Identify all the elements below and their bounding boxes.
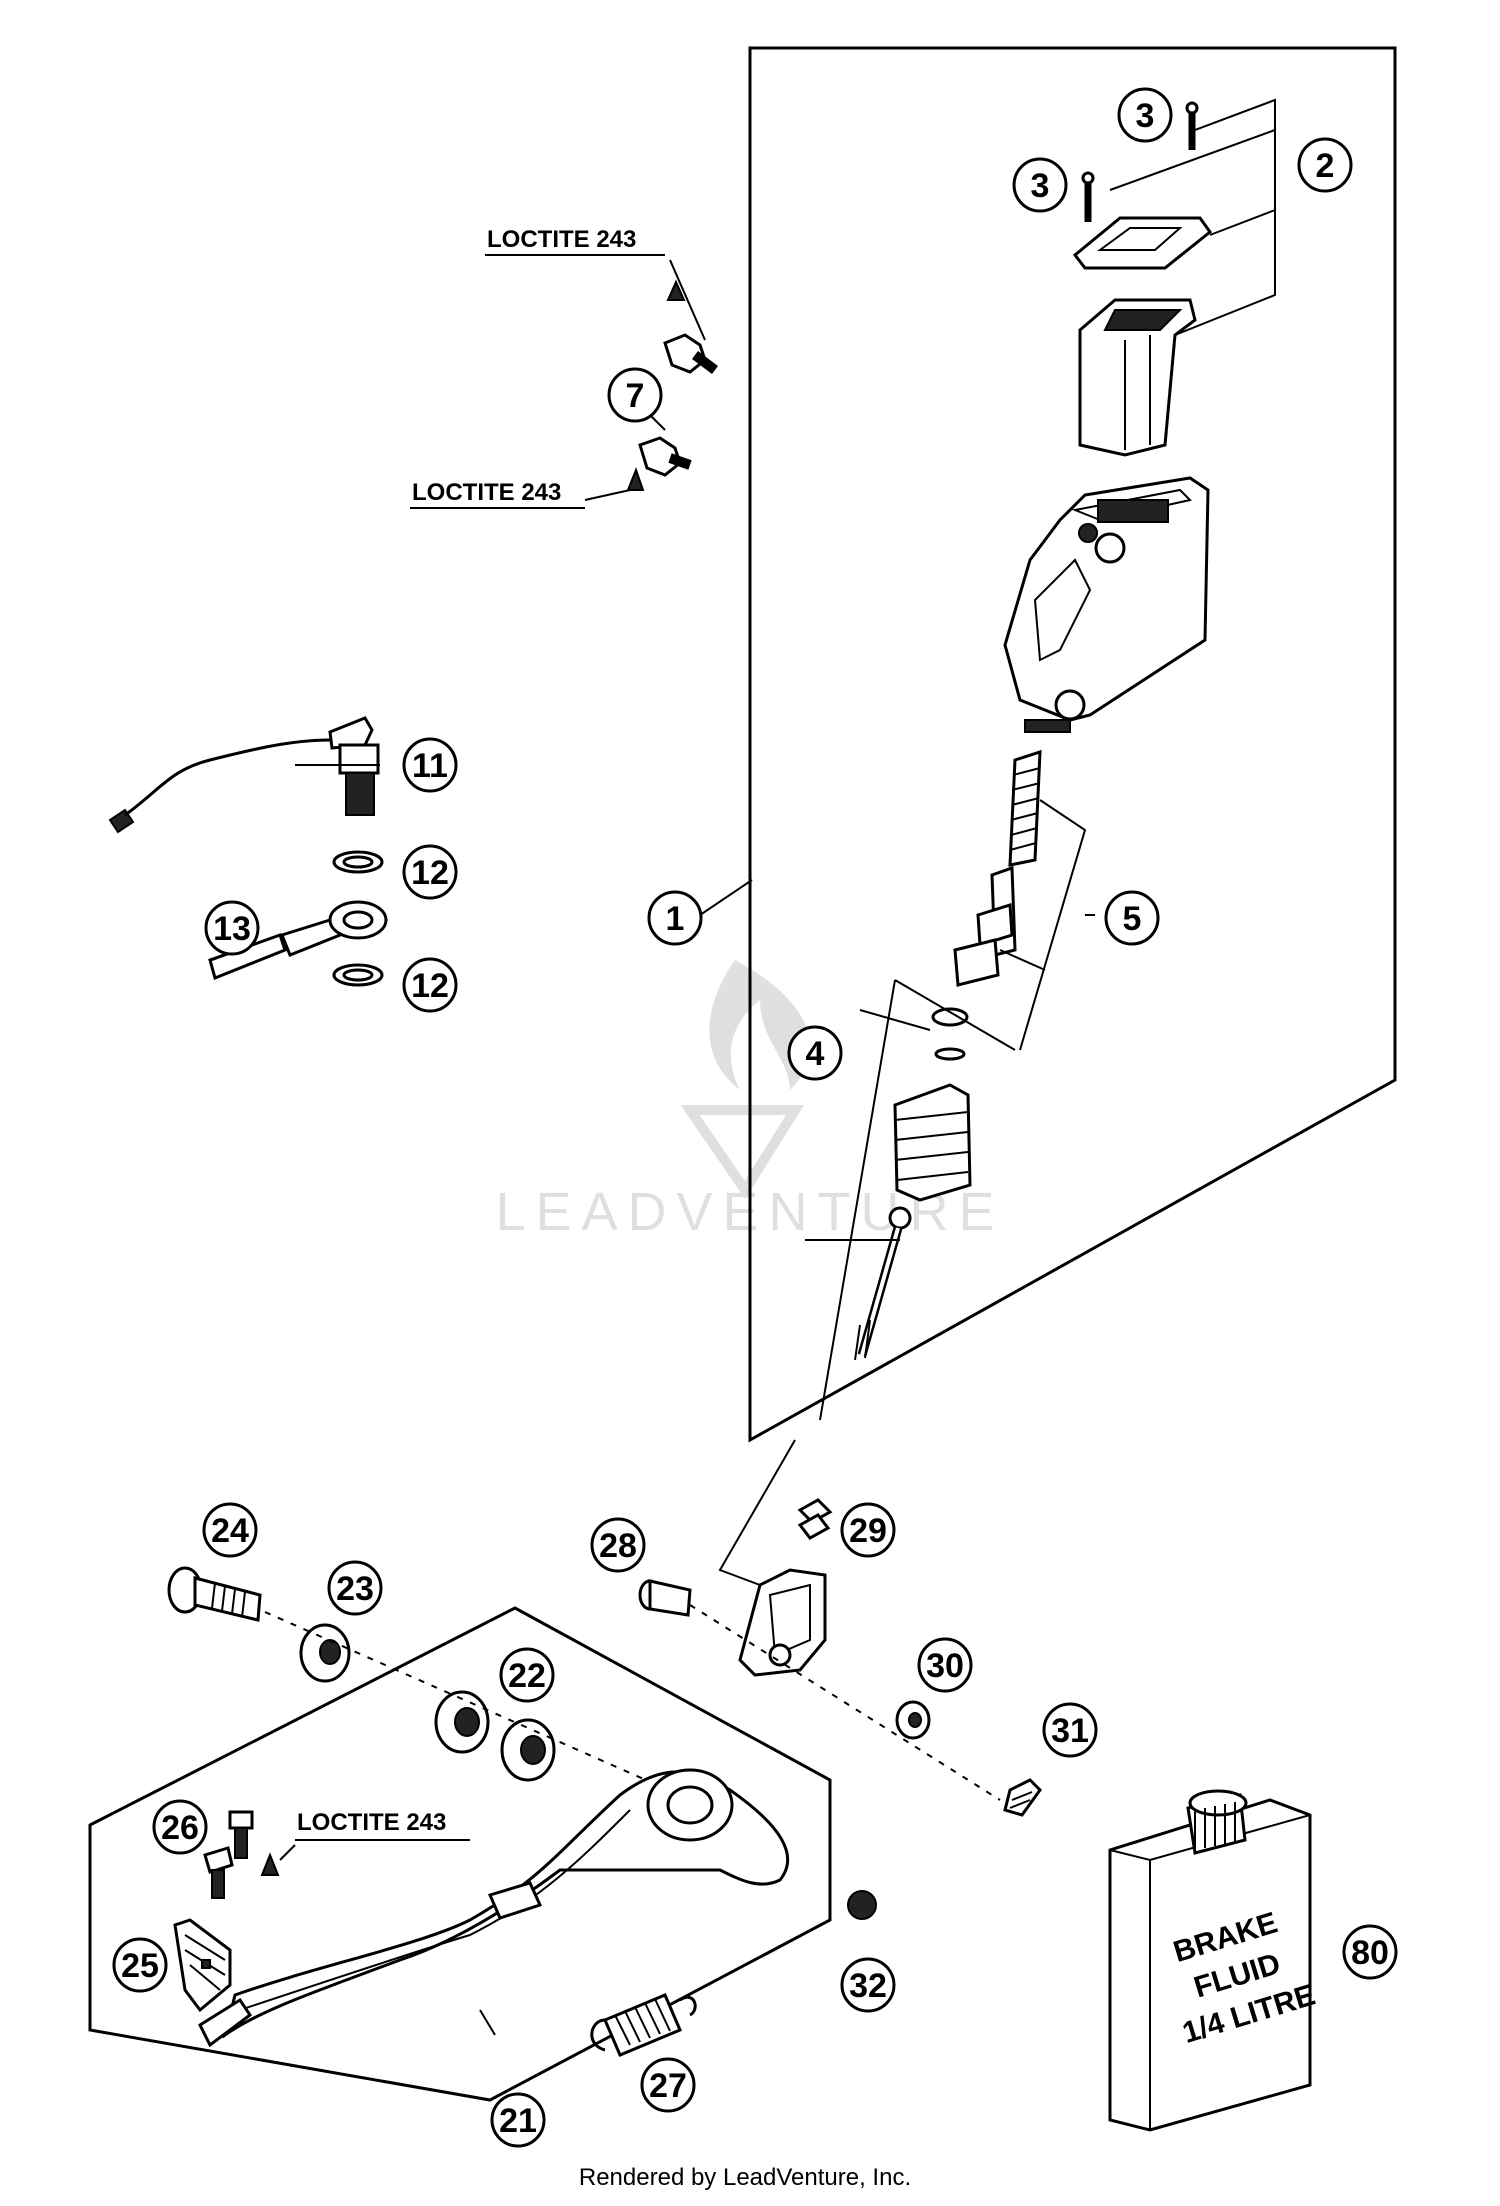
reservoir-diaphragm bbox=[1078, 298, 1197, 457]
callout-26: 26 bbox=[152, 1799, 208, 1855]
callout-80: 80 bbox=[1342, 1924, 1398, 1980]
seal-kit-4 bbox=[893, 1007, 972, 1202]
clevis-pin-28 bbox=[638, 1579, 692, 1617]
cotter-pin-31 bbox=[1003, 1778, 1042, 1817]
washer-23 bbox=[299, 1623, 351, 1683]
callout-13: 13 bbox=[204, 900, 260, 956]
svg-text:1: 1 bbox=[666, 900, 685, 938]
callout-22: 22 bbox=[499, 1647, 555, 1703]
svg-text:21: 21 bbox=[499, 2102, 537, 2140]
piston-5 bbox=[953, 865, 1017, 987]
loctite-note-mid: LOCTITE 243 bbox=[410, 479, 585, 509]
spring-5 bbox=[1008, 749, 1042, 867]
svg-text:12: 12 bbox=[411, 854, 449, 892]
svg-text:31: 31 bbox=[1051, 1712, 1089, 1750]
screw-3-left bbox=[1081, 171, 1095, 222]
nut-32 bbox=[847, 1890, 877, 1920]
svg-text:29: 29 bbox=[849, 1512, 887, 1550]
svg-text:25: 25 bbox=[121, 1947, 159, 1985]
callout-4: 4 bbox=[787, 1025, 843, 1081]
callout-27: 27 bbox=[640, 2057, 696, 2113]
washer-12-upper bbox=[332, 850, 384, 874]
svg-text:28: 28 bbox=[599, 1527, 637, 1565]
callout-12-upper: 12 bbox=[402, 844, 458, 900]
callout-1: 1 bbox=[647, 890, 703, 946]
svg-text:30: 30 bbox=[926, 1647, 964, 1685]
bolt-26-upper bbox=[228, 1810, 254, 1859]
callout-30: 30 bbox=[917, 1637, 973, 1693]
brake-hose-13 bbox=[208, 900, 388, 981]
svg-text:27: 27 bbox=[649, 2067, 687, 2105]
loctite-label-mid: LOCTITE 243 bbox=[412, 479, 561, 506]
washer-30 bbox=[895, 1700, 931, 1740]
callout-5: 5 bbox=[1104, 890, 1160, 946]
callout-24: 24 bbox=[202, 1502, 258, 1558]
svg-text:3: 3 bbox=[1031, 167, 1050, 205]
screw-3-top bbox=[1185, 101, 1199, 150]
svg-text:2: 2 bbox=[1316, 147, 1335, 185]
svg-text:4: 4 bbox=[806, 1035, 825, 1073]
brake-light-switch-11 bbox=[108, 716, 380, 834]
bolt-7-upper bbox=[663, 279, 718, 374]
loctite-note-top: LOCTITE 243 bbox=[485, 226, 665, 256]
loctite-drop-pedal bbox=[260, 1852, 280, 1876]
push-rod bbox=[854, 1206, 912, 1361]
callout-3-top: 3 bbox=[1117, 87, 1173, 143]
callout-29: 29 bbox=[840, 1502, 896, 1558]
callout-25: 25 bbox=[112, 1937, 168, 1993]
svg-text:13: 13 bbox=[213, 910, 251, 948]
pivot-bolt-24 bbox=[167, 1566, 262, 1622]
callout-28: 28 bbox=[590, 1517, 646, 1573]
pedal-tip-25 bbox=[173, 1918, 232, 2013]
loctite-label-top: LOCTITE 243 bbox=[487, 226, 636, 253]
callout-12-lower: 12 bbox=[402, 957, 458, 1013]
svg-text:80: 80 bbox=[1351, 1934, 1389, 1972]
svg-text:23: 23 bbox=[336, 1570, 374, 1608]
master-cylinder-body bbox=[1003, 476, 1210, 733]
bolt-26-lower bbox=[203, 1846, 234, 1899]
brake-fluid-bottle-80: BRAKE FLUID 1/4 LITRE bbox=[1108, 1789, 1319, 2132]
bushing-22-left bbox=[434, 1690, 490, 1754]
nut-29 bbox=[797, 1498, 833, 1540]
washer-12-lower bbox=[332, 963, 384, 987]
brake-pedal-21 bbox=[198, 1768, 790, 2048]
callout-32: 32 bbox=[840, 1957, 896, 2013]
return-spring-27 bbox=[590, 1993, 697, 2057]
callout-21: 21 bbox=[490, 2092, 546, 2148]
bolt-7-lower bbox=[626, 436, 692, 491]
svg-text:3: 3 bbox=[1136, 97, 1155, 135]
svg-text:32: 32 bbox=[849, 1967, 887, 2005]
callout-31: 31 bbox=[1042, 1702, 1098, 1758]
loctite-note-pedal: LOCTITE 243 bbox=[295, 1809, 470, 1841]
master-cylinder-kit-outline bbox=[748, 46, 1397, 1443]
callout-23: 23 bbox=[327, 1560, 383, 1616]
svg-text:7: 7 bbox=[626, 377, 645, 415]
svg-text:24: 24 bbox=[211, 1512, 249, 1550]
reservoir-cover-2 bbox=[1072, 216, 1213, 270]
svg-text:26: 26 bbox=[161, 1809, 199, 1847]
callout-11: 11 bbox=[402, 737, 458, 793]
callout-2: 2 bbox=[1297, 137, 1353, 193]
callout-7: 7 bbox=[607, 367, 663, 423]
svg-text:5: 5 bbox=[1123, 900, 1142, 938]
loctite-label-pedal: LOCTITE 243 bbox=[297, 1809, 446, 1836]
svg-text:11: 11 bbox=[412, 747, 448, 785]
bushing-22-right bbox=[500, 1718, 556, 1782]
svg-text:22: 22 bbox=[508, 1657, 546, 1695]
svg-text:12: 12 bbox=[411, 967, 449, 1005]
clevis bbox=[738, 1568, 827, 1677]
pedal-kit-outline bbox=[88, 1606, 832, 2102]
footer-credit: Rendered by LeadVenture, Inc. bbox=[579, 2164, 911, 2191]
callout-3-left: 3 bbox=[1012, 157, 1068, 213]
